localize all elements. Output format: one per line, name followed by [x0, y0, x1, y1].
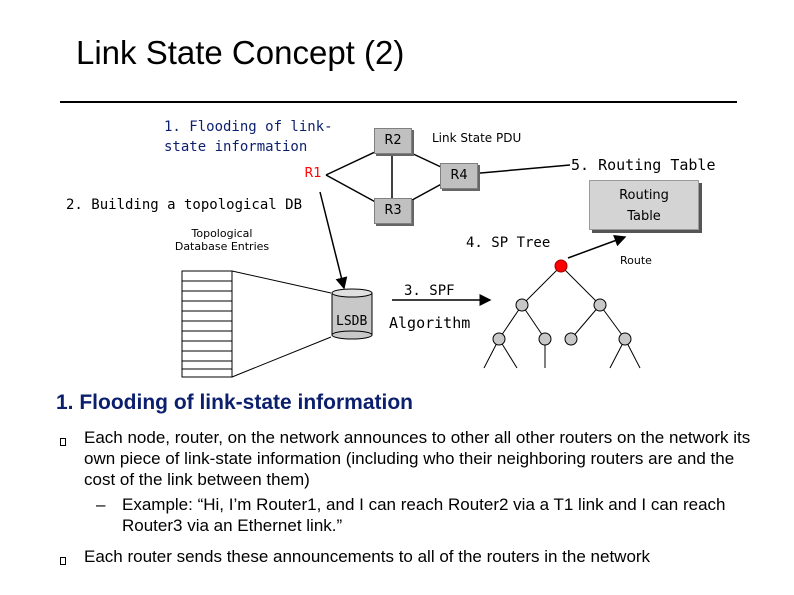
route-label: Route: [620, 254, 652, 267]
sp-tree-nodes: [492, 259, 632, 346]
lsdb-label: LSDB: [336, 314, 368, 329]
topological-caption-line2: Database Entries: [174, 240, 270, 253]
arrow-to-routing-table: [567, 234, 627, 259]
lsdb-cylinder-icon: [331, 288, 373, 340]
topological-db-table: [181, 270, 233, 378]
link-state-pdu-label: Link State PDU: [432, 131, 522, 145]
router-r1-icon: R1: [304, 166, 322, 181]
bullet-2-text: Each router sends these announcements to…: [84, 547, 651, 566]
arrow-to-lsdb: [319, 191, 348, 290]
step1-label-line2: state information: [164, 139, 308, 155]
topological-caption-line1: Topological: [191, 227, 253, 240]
routing-table-line2: Table: [627, 209, 661, 224]
bullet-marker-2: [60, 557, 66, 565]
step5-label: 5. Routing Table: [571, 156, 716, 174]
sub-bullet-text: Example: “Hi, I’m Router1, and I can rea…: [122, 495, 726, 535]
router-r2-icon: R2: [374, 128, 412, 154]
section-heading: 1. Flooding of link-state information: [56, 391, 413, 414]
step4-label: 4. SP Tree: [466, 235, 551, 251]
step1-label-line1: 1. Flooding of link-: [164, 119, 333, 135]
bullet-marker-1: [60, 438, 66, 446]
bullet-1-text: Each node, router, on the network announ…: [84, 428, 751, 489]
routing-table-line1: Routing: [619, 188, 669, 203]
sub-bullet-dash: –: [96, 495, 106, 514]
routing-table-box: Routing Table: [589, 180, 699, 230]
step1-label: 1. Flooding of link- state information: [164, 117, 333, 157]
router-r3-icon: R3: [374, 198, 412, 224]
title-divider: [60, 101, 737, 103]
sp-tree: [483, 265, 641, 369]
table-to-lsdb-lines: [231, 270, 332, 378]
algorithm-label: Algorithm: [389, 314, 471, 332]
router-r4-icon: R4: [440, 163, 478, 189]
step2-label: 2. Building a topological DB: [66, 197, 303, 213]
topological-db-caption: Topological Database Entries: [167, 227, 277, 253]
slide-title: Link State Concept (2): [76, 34, 405, 71]
step3-label: 3. SPF: [404, 283, 455, 299]
